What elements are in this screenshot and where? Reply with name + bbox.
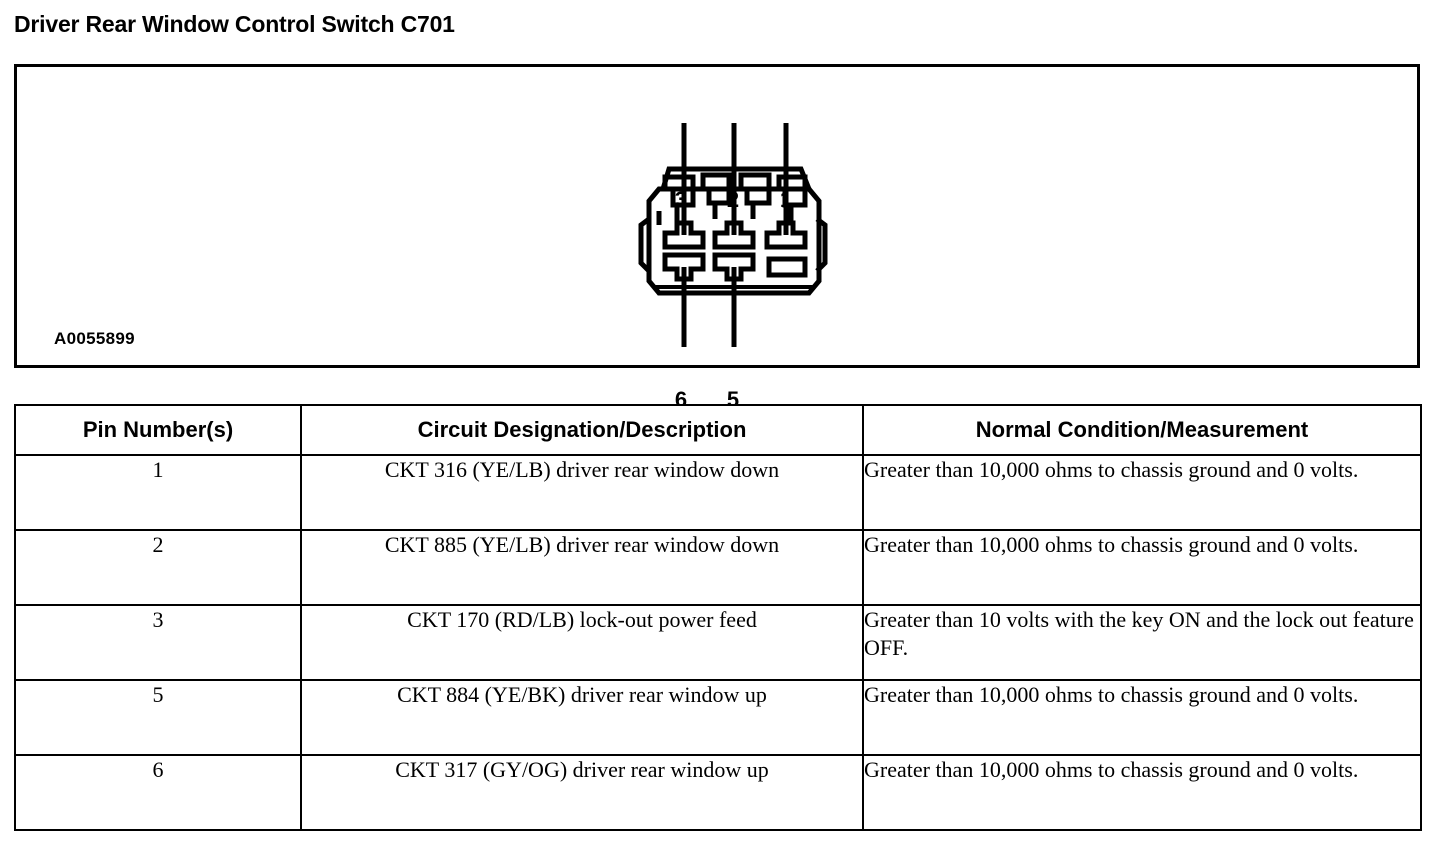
column-header-circuit-designation: Circuit Designation/Description bbox=[300, 404, 864, 456]
table-row: 5 CKT 884 (YE/BK) driver rear window up … bbox=[14, 679, 1422, 756]
pin-callout-1: 1 bbox=[779, 187, 793, 212]
table-body: 1 CKT 316 (YE/LB) driver rear window dow… bbox=[14, 454, 1422, 831]
table-row: 6 CKT 317 (GY/OG) driver rear window up … bbox=[14, 754, 1422, 831]
cell-normal-condition: Greater than 10,000 ohms to chassis grou… bbox=[862, 454, 1422, 531]
cavity-pin-1 bbox=[764, 220, 808, 250]
cell-circuit-description: CKT 170 (RD/LB) lock-out power feed bbox=[300, 604, 864, 681]
column-header-pin-number: Pin Number(s) bbox=[14, 404, 302, 456]
cavity-pin-2 bbox=[712, 220, 756, 250]
table-row: 3 CKT 170 (RD/LB) lock-out power feed Gr… bbox=[14, 604, 1422, 681]
cell-circuit-description: CKT 317 (GY/OG) driver rear window up bbox=[300, 754, 864, 831]
pin-assignment-table: Pin Number(s) Circuit Designation/Descri… bbox=[14, 404, 1422, 831]
connector-diagram-panel: A0055899 bbox=[14, 64, 1420, 412]
cavity-pin-3 bbox=[662, 220, 706, 250]
pin-callout-2: 2 bbox=[726, 187, 740, 212]
connector-illustration bbox=[629, 115, 859, 355]
connector-side-tab-left bbox=[638, 217, 651, 273]
cavity-empty-position-4 bbox=[766, 256, 808, 278]
cell-normal-condition: Greater than 10,000 ohms to chassis grou… bbox=[862, 679, 1422, 756]
cell-pin-number: 6 bbox=[14, 754, 302, 831]
cavity-pin-6 bbox=[662, 252, 706, 282]
table-row: 1 CKT 316 (YE/LB) driver rear window dow… bbox=[14, 454, 1422, 531]
cell-pin-number: 3 bbox=[14, 604, 302, 681]
connector-latch-ribs bbox=[656, 172, 808, 225]
cell-pin-number: 5 bbox=[14, 679, 302, 756]
cell-circuit-description: CKT 316 (YE/LB) driver rear window down bbox=[300, 454, 864, 531]
cavity-pin-5 bbox=[712, 252, 756, 282]
cell-pin-number: 2 bbox=[14, 529, 302, 606]
connector-body-outline bbox=[646, 186, 822, 296]
cell-circuit-description: CKT 885 (YE/LB) driver rear window down bbox=[300, 529, 864, 606]
cell-normal-condition: Greater than 10,000 ohms to chassis grou… bbox=[862, 754, 1422, 831]
pin-callout-3: 3 bbox=[674, 187, 688, 212]
cell-circuit-description: CKT 884 (YE/BK) driver rear window up bbox=[300, 679, 864, 756]
table-header-row: Pin Number(s) Circuit Designation/Descri… bbox=[14, 404, 1422, 456]
diagram-reference-code: A0055899 bbox=[54, 329, 135, 348]
table-row: 2 CKT 885 (YE/LB) driver rear window dow… bbox=[14, 529, 1422, 606]
page-title: Driver Rear Window Control Switch C701 bbox=[14, 11, 455, 37]
cell-normal-condition: Greater than 10 volts with the key ON an… bbox=[862, 604, 1422, 681]
cell-pin-number: 1 bbox=[14, 454, 302, 531]
cell-normal-condition: Greater than 10,000 ohms to chassis grou… bbox=[862, 529, 1422, 606]
column-header-normal-condition: Normal Condition/Measurement bbox=[862, 404, 1422, 456]
connector-svg bbox=[638, 123, 828, 347]
